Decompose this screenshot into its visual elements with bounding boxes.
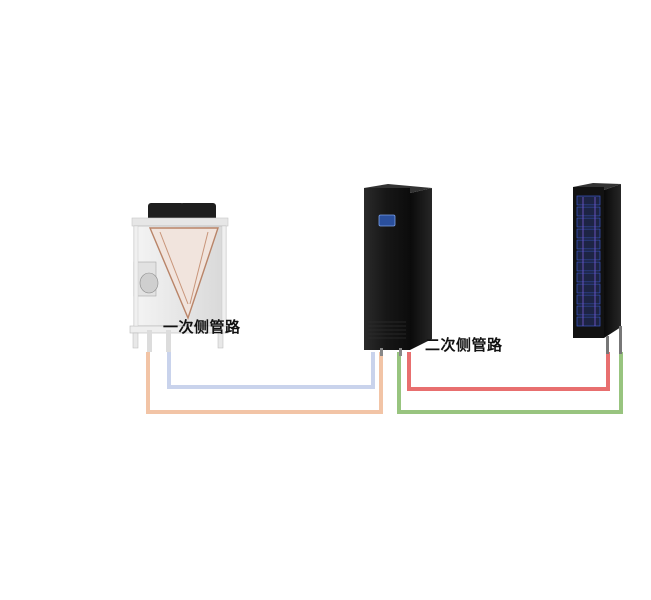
primary-return-pipe [167, 352, 375, 389]
secondary-loop-label: 二次侧管路 [425, 336, 503, 354]
dry-cooler-icon [129, 203, 229, 352]
cdu-cabinet-icon [364, 184, 432, 356]
server-rack-icon [573, 183, 622, 354]
primary-supply-pipe [146, 352, 383, 414]
secondary-supply-pipe [407, 352, 610, 391]
primary-loop-pipes [146, 352, 383, 414]
secondary-loop-pipes [397, 352, 623, 414]
primary-loop-label: 一次侧管路 [163, 318, 241, 336]
secondary-return-pipe [397, 352, 623, 414]
